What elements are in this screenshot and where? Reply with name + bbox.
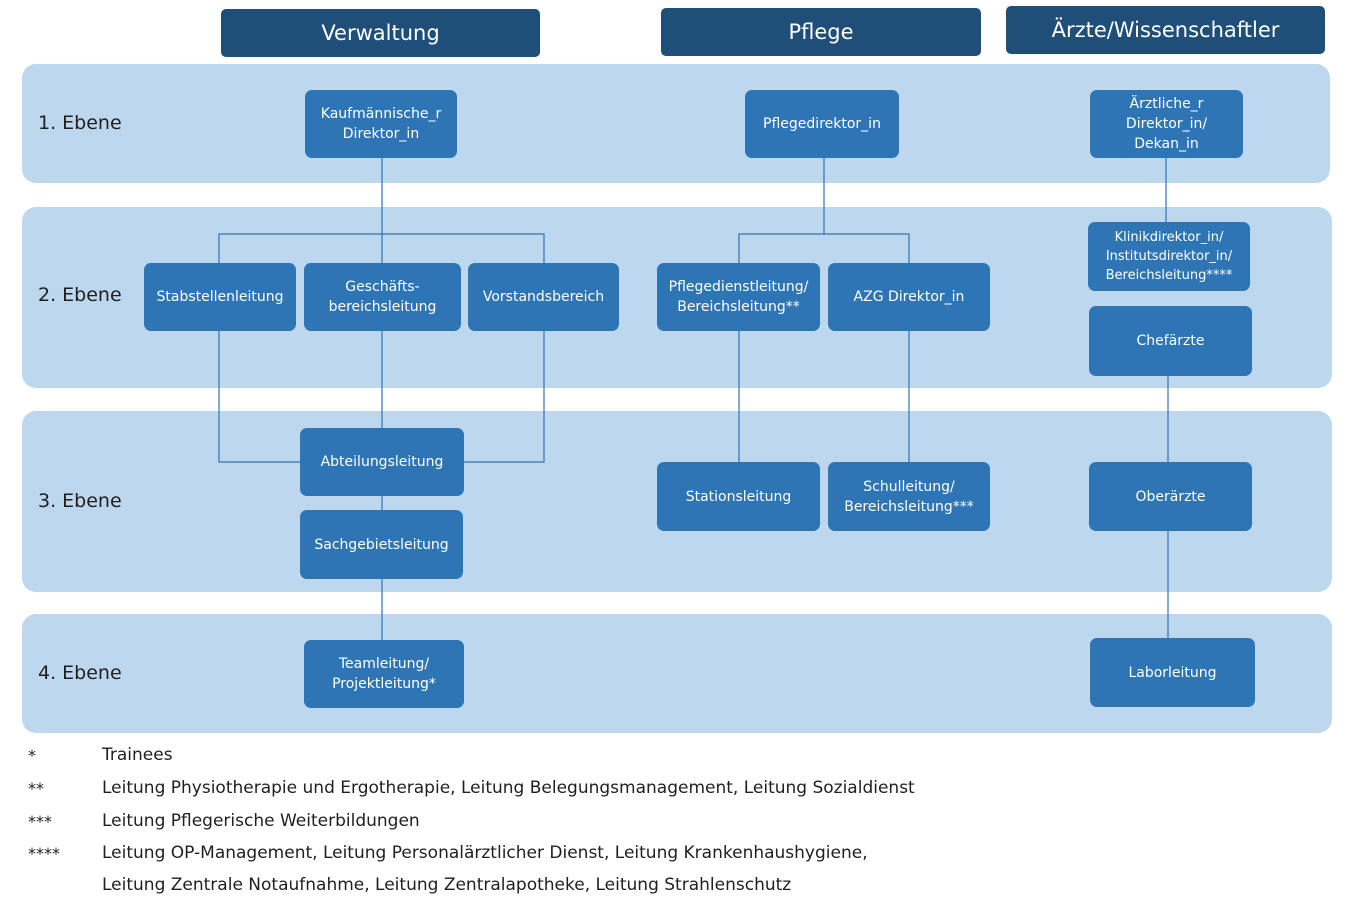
column-header-verwaltung: Verwaltung [221, 9, 540, 57]
node-geschaeftsbereichsleitung: Geschäfts- bereichsleitung [304, 263, 461, 331]
level-label-2: 2. Ebene [38, 284, 122, 306]
footnote-text-5: Leitung Zentrale Notaufnahme, Leitung Ze… [102, 875, 792, 895]
column-header-aerzte: Ärzte/Wissenschaftler [1006, 6, 1325, 54]
node-laborleitung: Laborleitung [1090, 638, 1255, 707]
footnote-mark-4: **** [28, 844, 60, 863]
node-chefaerzte: Chefärzte [1089, 306, 1252, 376]
node-oberaerzte: Oberärzte [1089, 462, 1252, 531]
footnote-text-3: Leitung Pflegerische Weiterbildungen [102, 811, 420, 831]
footnote-mark-2: ** [28, 779, 44, 798]
node-pflegedienstleitung: Pflegedienstleitung/ Bereichsleitung** [657, 263, 820, 331]
node-sachgebietsleitung: Sachgebietsleitung [300, 510, 463, 579]
column-header-pflege: Pflege [661, 8, 981, 56]
node-klinikdirektorin: Klinikdirektor_in/ Institutsdirektor_in/… [1088, 222, 1250, 291]
node-vorstandsbereich: Vorstandsbereich [468, 263, 619, 331]
level-label-4: 4. Ebene [38, 662, 122, 684]
node-stabstellenleitung: Stabstellenleitung [144, 263, 296, 331]
footnote-mark-3: *** [28, 812, 52, 831]
node-pflegedirektorin: Pflegedirektor_in [745, 90, 899, 158]
node-stationsleitung: Stationsleitung [657, 462, 820, 531]
footnote-text-4: Leitung OP-Management, Leitung Personalä… [102, 843, 868, 863]
node-abteilungsleitung: Abteilungsleitung [300, 428, 464, 496]
footnote-text-2: Leitung Physiotherapie und Ergotherapie,… [102, 778, 915, 798]
node-aerztliche-direktorin: Ärztliche_r Direktor_in/ Dekan_in [1090, 90, 1243, 158]
node-kaufmaennische-direktorin: Kaufmännische_r Direktor_in [305, 90, 457, 158]
node-schulleitung: Schulleitung/ Bereichsleitung*** [828, 462, 990, 531]
level-label-1: 1. Ebene [38, 112, 122, 134]
node-azg-direktorin: AZG Direktor_in [828, 263, 990, 331]
level-label-3: 3. Ebene [38, 490, 122, 512]
node-teamleitung: Teamleitung/ Projektleitung* [304, 640, 464, 708]
footnote-text-1: Trainees [102, 745, 173, 765]
footnote-mark-1: * [28, 746, 36, 765]
